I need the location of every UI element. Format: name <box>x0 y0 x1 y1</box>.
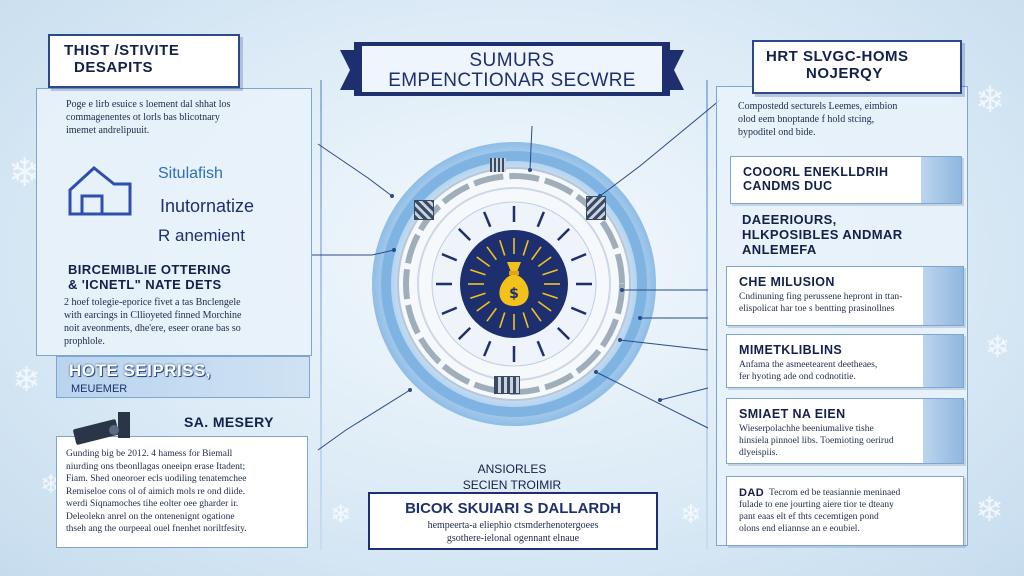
sun-ray <box>530 307 542 322</box>
sun-ray <box>522 312 529 328</box>
right-top-text: Compostedd secturels Leemes, eimbion olo… <box>738 101 898 138</box>
left-middle-text: 2 hoef tolegie-eporice fivet a tas Bncle… <box>64 297 242 347</box>
right-item-text: Cndinuning fing perussene hepront in tta… <box>739 292 903 314</box>
dial-spoke <box>556 227 571 242</box>
right-item-text: Anfama the asmeetearent deetheaes, fer h… <box>739 360 878 382</box>
right-item-heading: CHE MILUSION <box>739 275 835 289</box>
sun-ray <box>542 269 558 276</box>
right-top-title-box: HRT SLVGC-HOMS NOJERQY <box>752 40 962 94</box>
snowflake-icon: ❄ <box>975 80 1006 121</box>
right-item-box: SMIAET NA EIEN Wieserpolachhe beeniumali… <box>726 398 964 464</box>
right-item-box: COOORL ENEKLLDRIH CANDMS DUC <box>730 156 962 204</box>
left-strip-sub: MEUEMER <box>71 383 128 395</box>
svg-text:$: $ <box>509 286 519 302</box>
qr-marker-icon <box>586 196 606 220</box>
snowflake-icon: ❄ <box>975 490 1004 530</box>
dial-spoke <box>482 340 492 357</box>
right-item-heading: COOORL ENEKLLDRIH CANDMS DUC <box>743 165 889 193</box>
left-top-title-line1: THIST /STIVITE <box>64 42 180 59</box>
right-item-text: Tecrom ed be teasiannie meninaed fulade … <box>739 488 901 534</box>
dial-spoke <box>570 252 587 262</box>
snowflake-icon: ❄ <box>330 500 352 530</box>
snowflake-icon: ❄ <box>985 330 1011 365</box>
dial-spoke <box>482 211 492 228</box>
left-bottom-heading: SA. MESERY <box>184 414 274 430</box>
sun-ray <box>522 240 529 256</box>
dial-spoke <box>536 211 546 228</box>
left-top-title-box: THIST /STIVITE DESAPITS <box>48 34 240 88</box>
icon-label-1: Situlafish <box>158 165 223 182</box>
right-item-heading: MIMETKLIBLINS <box>739 343 843 357</box>
dial-spoke <box>570 306 587 316</box>
left-bottom-text: Gunding big be 2012. 4 hamess for Biemal… <box>66 449 247 534</box>
sun-ray <box>530 246 542 261</box>
left-divider <box>320 80 322 550</box>
icon-label-2: Inutornatize <box>160 196 255 216</box>
sun-ray <box>486 307 498 322</box>
banner-line1: SUMURS <box>469 50 555 71</box>
left-strip-heading: HOTE SEIPRISS, <box>69 361 212 380</box>
left-strip: HOTE SEIPRISS, MEUEMER <box>56 356 310 398</box>
sun-ray <box>542 292 558 299</box>
right-item-heading: SMIAET NA EIEN <box>739 407 846 421</box>
icon-label-3: R anemient <box>158 226 245 245</box>
sun-ray <box>476 256 491 268</box>
banner-line2: EMPENCTIONAR SECWRE <box>388 70 636 91</box>
dial-spoke <box>441 306 458 316</box>
left-middle-heading: BIRCEMIBLIE OTTERING & 'ICNETL" NATE DET… <box>68 262 232 292</box>
snowflake-icon: ❄ <box>8 150 42 196</box>
right-item-heading: DAEERIOURS, HLKPOSIBLES ANDMAR ANLEMEFA <box>742 212 903 257</box>
bottom-label-1: ANSIORLES <box>477 462 547 476</box>
sun-ray <box>537 300 552 312</box>
sun-ray <box>499 240 506 256</box>
left-bottom-panel <box>56 436 308 548</box>
right-item-heading: DAD <box>739 487 765 499</box>
bottom-box-text-2: gsothere-ielonal ogennant elnaue <box>446 533 580 544</box>
sun-ray <box>537 256 552 268</box>
right-top-title-line1: HRT SLVGC-HOMS <box>766 48 909 65</box>
right-item-box: DAD Tecrom ed be teasiannie meninaed ful… <box>726 476 964 546</box>
left-top-text: Poge e lirb esuice s loement dal shhat l… <box>66 99 231 136</box>
left-top-title-line2: DESAPITS <box>74 59 154 76</box>
snowflake-icon: ❄ <box>12 360 41 400</box>
qr-marker-icon <box>494 376 520 394</box>
right-item-text: Wieserpolachhe beeniumalive tishe hinsie… <box>739 424 894 458</box>
qr-marker-icon <box>490 158 506 172</box>
qr-marker-icon <box>414 200 434 220</box>
sun-ray <box>470 269 486 276</box>
sun-ray <box>499 312 506 328</box>
dial-spoke <box>457 326 472 341</box>
camera-icon <box>72 408 142 448</box>
left-panel <box>36 88 312 356</box>
dial-spoke <box>441 252 458 262</box>
right-item-box: MIMETKLIBLINS Anfama the asmeetearent de… <box>726 334 964 388</box>
dial-spoke <box>536 340 546 357</box>
dial-spoke <box>457 227 472 242</box>
snowflake-icon: ❄ <box>680 500 702 530</box>
bottom-box-heading: BICOK SKUIARI S DALLARDH <box>405 500 621 517</box>
money-bag-icon: $ <box>492 258 536 310</box>
right-divider <box>706 80 708 550</box>
bottom-center-box: BICOK SKUIARI S DALLARDH hempeerta-a eli… <box>368 492 658 550</box>
sun-ray <box>486 246 498 261</box>
sun-ray <box>470 292 486 299</box>
center-banner: SUMURS EMPENCTIONAR SECWRE <box>340 38 684 100</box>
bottom-box-text-1: hempeerta-a eliephio ctsmderhenotergoees <box>427 520 599 531</box>
dial-spoke <box>556 326 571 341</box>
right-item-box: CHE MILUSION Cndinuning fing perussene h… <box>726 266 964 326</box>
bottom-label-2: SECIEN TROIMIR <box>462 478 562 492</box>
house-outline-icon <box>64 160 136 220</box>
right-top-title-line2: NOJERQY <box>806 65 883 82</box>
sun-ray <box>476 300 491 312</box>
